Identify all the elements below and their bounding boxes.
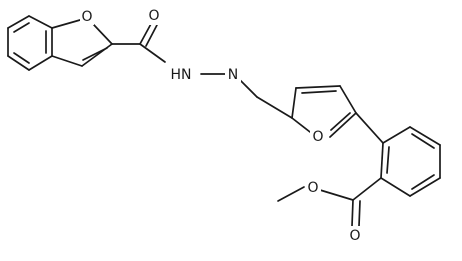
atom-label-nh-hydrazide: HN: [164, 66, 198, 83]
svg-text:O: O: [81, 9, 92, 25]
svg-text:O: O: [307, 180, 318, 196]
benzofuran-benzene-ring: [7, 15, 53, 71]
svg-text:O: O: [148, 8, 159, 24]
methyl-ester-group: [277, 177, 382, 227]
svg-text:N: N: [228, 67, 238, 83]
atom-label-o-ester-single: O: [305, 179, 321, 196]
atom-label-o-furan: O: [310, 128, 326, 145]
hydrazone-linker: [111, 21, 293, 119]
atom-label-n-imine: N: [225, 66, 241, 83]
svg-text:O: O: [349, 228, 360, 244]
central-furan-ring: [291, 85, 357, 138]
atom-label-o-benzofuran: O: [80, 8, 94, 25]
benzoate-phenyl-ring: [355, 112, 441, 197]
benzofuran-furan-ring: [51, 19, 113, 67]
svg-text:HN: HN: [171, 67, 192, 83]
atom-label-o-carbonyl-amide: O: [147, 8, 161, 25]
atom-label-o-ester-carbonyl: O: [347, 226, 363, 244]
svg-text:O: O: [312, 129, 323, 145]
